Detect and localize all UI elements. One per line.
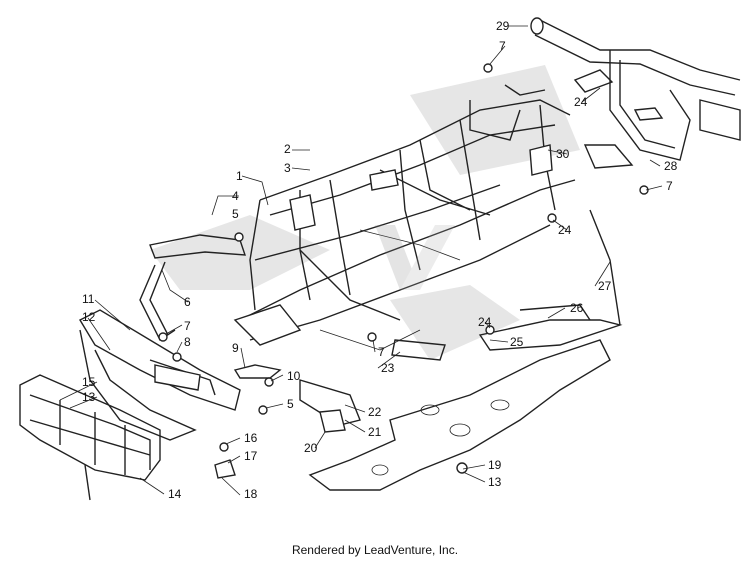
callout-6: 6 — [184, 295, 191, 309]
callout-8: 8 — [184, 335, 191, 349]
rear-rack — [530, 17, 741, 169]
callout-22: 22 — [368, 405, 382, 419]
callout-19: 19 — [488, 458, 502, 472]
callout-24: 24 — [574, 95, 588, 109]
rear-lower-parts — [478, 209, 623, 351]
callout-3: 3 — [284, 161, 291, 175]
callout-7: 7 — [378, 345, 385, 359]
callout-21: 21 — [368, 425, 382, 439]
callout-26: 26 — [570, 301, 584, 315]
callout-17: 17 — [244, 449, 258, 463]
callout-4: 4 — [232, 189, 239, 203]
callout-15: 15 — [82, 375, 96, 389]
callout-12: 12 — [82, 310, 96, 324]
callout-13: 13 — [82, 390, 96, 404]
callout-27: 27 — [598, 279, 612, 293]
background-shading — [150, 65, 580, 360]
callout-5: 5 — [232, 207, 239, 221]
callout-24: 24 — [478, 315, 492, 329]
callout-13: 13 — [488, 475, 502, 489]
callout-23: 23 — [381, 361, 395, 375]
callout-30: 30 — [556, 147, 570, 161]
callout-18: 18 — [244, 487, 258, 501]
skid-plate — [308, 339, 611, 491]
callout-14: 14 — [168, 487, 182, 501]
callout-5: 5 — [287, 397, 294, 411]
brush-guard — [19, 374, 161, 501]
leader-lines — [59, 25, 663, 496]
callout-29: 29 — [496, 19, 510, 33]
small-parts — [158, 63, 649, 479]
callout-2: 2 — [284, 142, 291, 156]
callout-28: 28 — [664, 159, 678, 173]
main-frame — [233, 84, 576, 351]
callout-10: 10 — [287, 369, 301, 383]
front-bumper — [79, 309, 241, 441]
callout-7: 7 — [666, 179, 673, 193]
callout-20: 20 — [304, 441, 318, 455]
leadventure-logo-icon — [375, 225, 455, 290]
callout-1: 1 — [236, 169, 243, 183]
callout-7: 7 — [499, 39, 506, 53]
callout-7: 7 — [184, 319, 191, 333]
callout-11: 11 — [82, 292, 95, 306]
callout-9: 9 — [232, 341, 239, 355]
callout-16: 16 — [244, 431, 258, 445]
caption: Rendered by LeadVenture, Inc. — [291, 543, 459, 557]
callout-25: 25 — [510, 335, 524, 349]
callout-24: 24 — [558, 223, 572, 237]
front-brackets — [139, 234, 246, 342]
